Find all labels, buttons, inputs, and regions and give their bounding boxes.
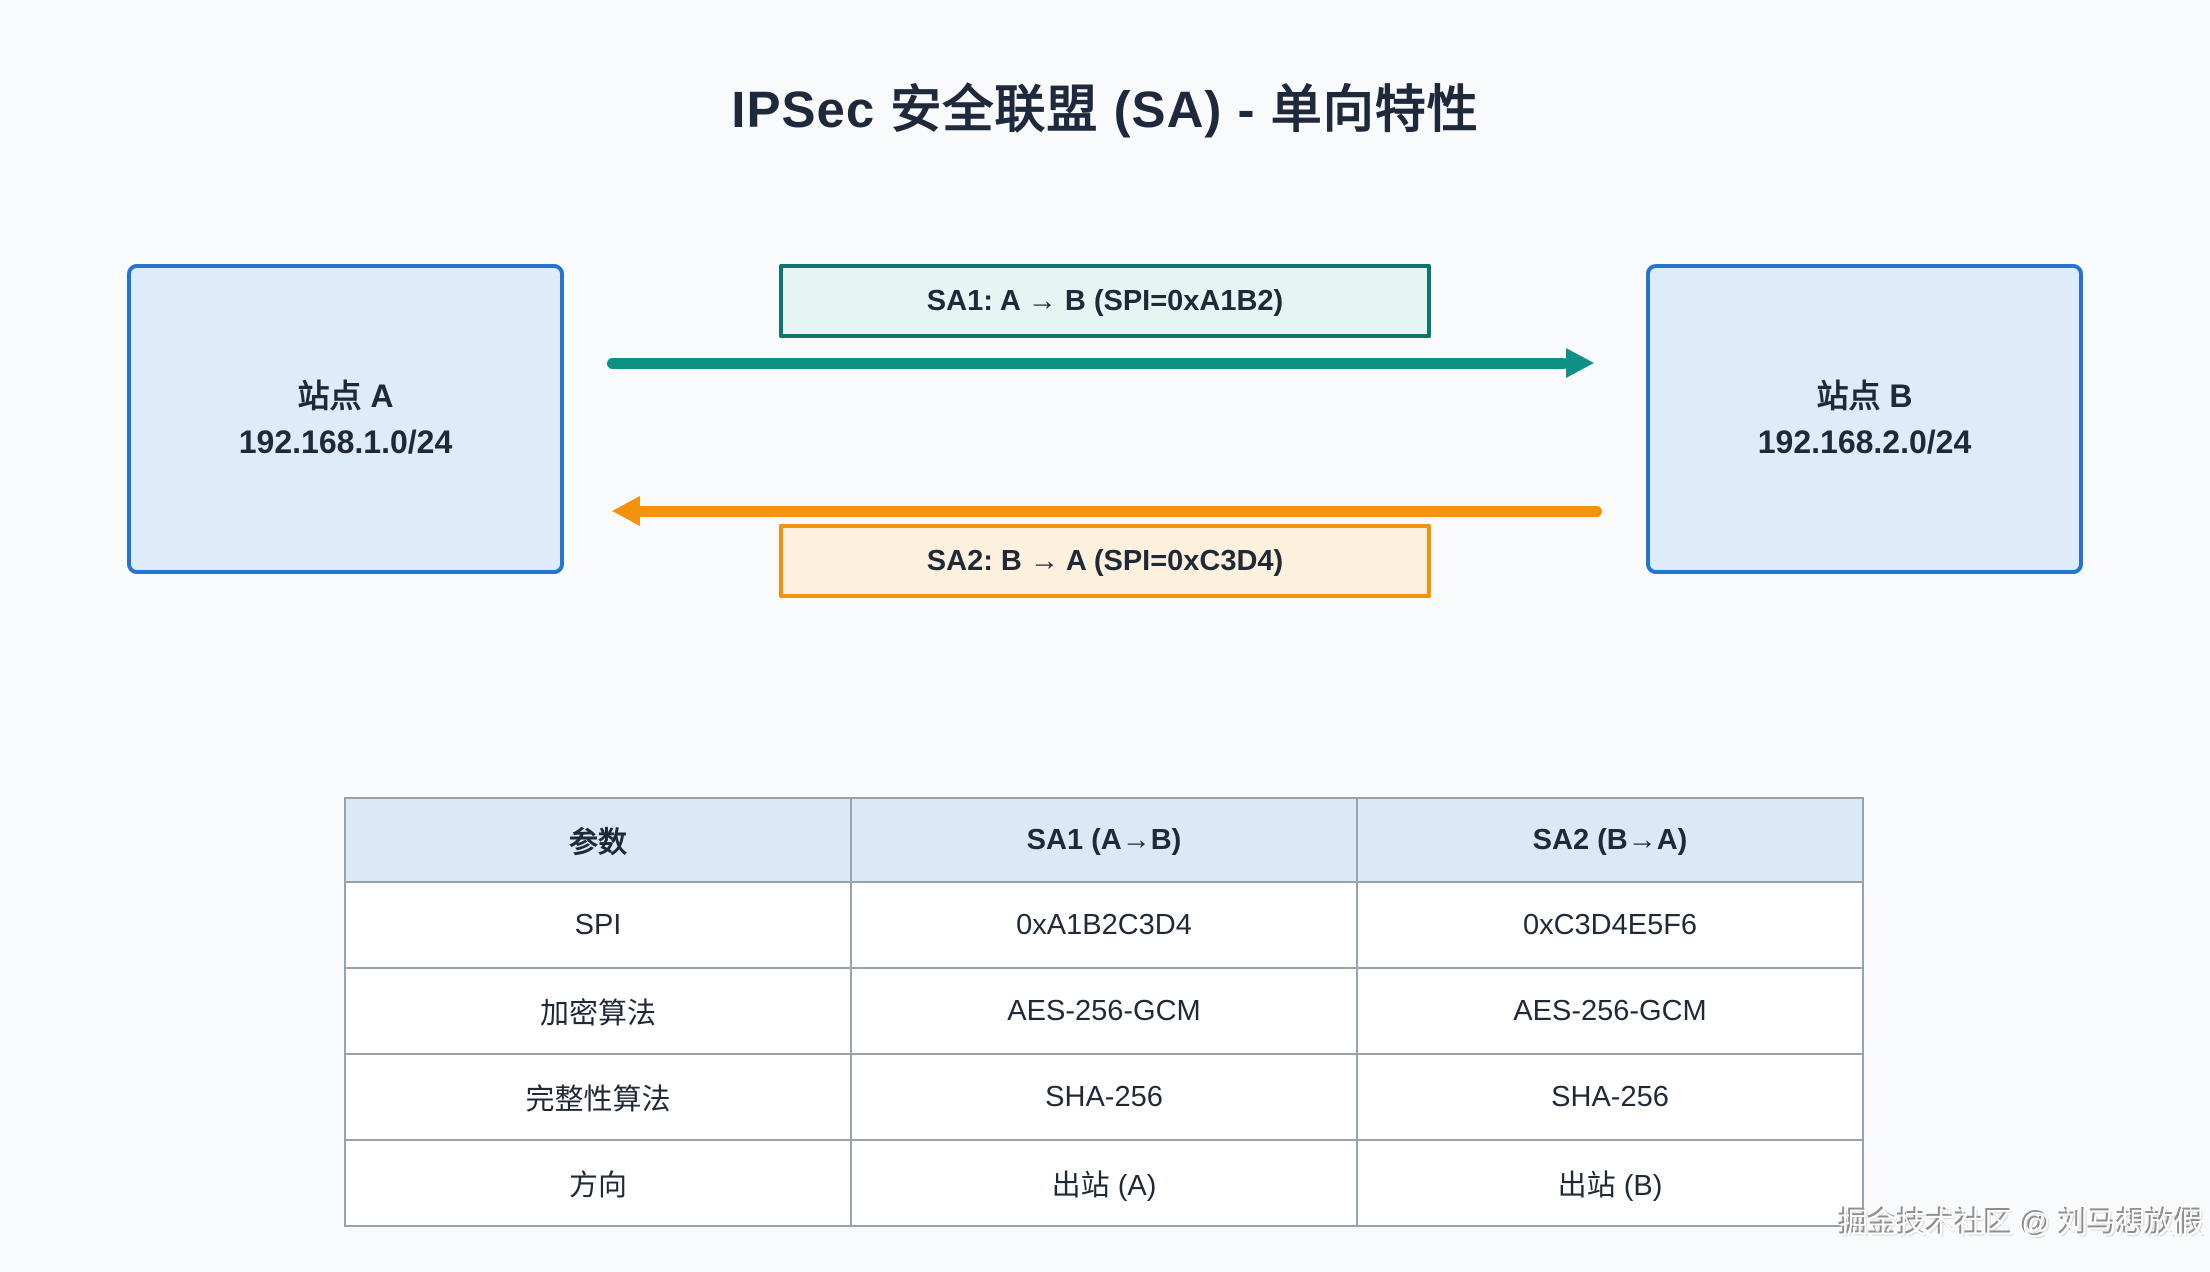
site-b-name: 站点 B [1816,377,1913,414]
table-cell: 出站 (A) [850,1139,1358,1227]
page-title: IPSec 安全联盟 (SA) - 单向特性 [731,81,1479,138]
site-b-box: 站点 B 192.168.2.0/24 [1646,264,2083,574]
table-cell: AES-256-GCM [1356,967,1864,1055]
table-cell: 0xA1B2C3D4 [850,881,1358,969]
header-cell-param: 参数 [344,797,852,883]
site-a-subnet: 192.168.1.0/24 [238,424,453,460]
sa1-label-text: SA1: A → B (SPI=0xA1B2) [926,284,1284,317]
site-b-subnet: 192.168.2.0/24 [1757,424,1972,460]
table-row-encryption: 加密算法 AES-256-GCM AES-256-GCM [344,967,1864,1055]
sa2-arrowhead-left-icon [612,496,640,526]
table-cell: SHA-256 [1356,1053,1864,1141]
table-header: 参数 SA1 (A→B) SA2 (B→A) [344,797,1864,883]
table-cell: 完整性算法 [344,1053,852,1141]
table-cell: SPI [344,881,852,969]
sa2-label-text: SA2: B → A (SPI=0xC3D4) [926,544,1284,577]
sa1-arrowhead-right-icon [1566,348,1594,378]
table-body: SPI 0xA1B2C3D4 0xC3D4E5F6 加密算法 AES-256-G… [344,881,1864,1227]
table-row-direction: 方向 出站 (A) 出站 (B) [344,1139,1864,1227]
watermark-text: 掘金技术社区 @ 刘马想放假 [1839,1208,2204,1240]
site-a-box: 站点 A 192.168.1.0/24 [127,264,564,574]
sa2-label-box: SA2: B → A (SPI=0xC3D4) [779,524,1431,598]
table-row-spi: SPI 0xA1B2C3D4 0xC3D4E5F6 [344,881,1864,969]
sa2-arrow-line [636,506,1602,517]
header-cell-sa1: SA1 (A→B) [850,797,1358,883]
table-row-integrity: 完整性算法 SHA-256 SHA-256 [344,1053,1864,1141]
sa-parameters-table: 参数 SA1 (A→B) SA2 (B→A) SPI 0xA1B2C3D4 0x… [344,797,1864,1227]
table-cell: 出站 (B) [1356,1139,1864,1227]
sa1-arrow-line [607,358,1569,369]
header-cell-sa2: SA2 (B→A) [1356,797,1864,883]
table-cell: SHA-256 [850,1053,1358,1141]
table-cell: 加密算法 [344,967,852,1055]
table-cell: 0xC3D4E5F6 [1356,881,1864,969]
sa1-label-box: SA1: A → B (SPI=0xA1B2) [779,264,1431,338]
site-a-name: 站点 A [297,377,394,414]
table-cell: 方向 [344,1139,852,1227]
table-cell: AES-256-GCM [850,967,1358,1055]
table-header-row: 参数 SA1 (A→B) SA2 (B→A) [344,797,1864,883]
